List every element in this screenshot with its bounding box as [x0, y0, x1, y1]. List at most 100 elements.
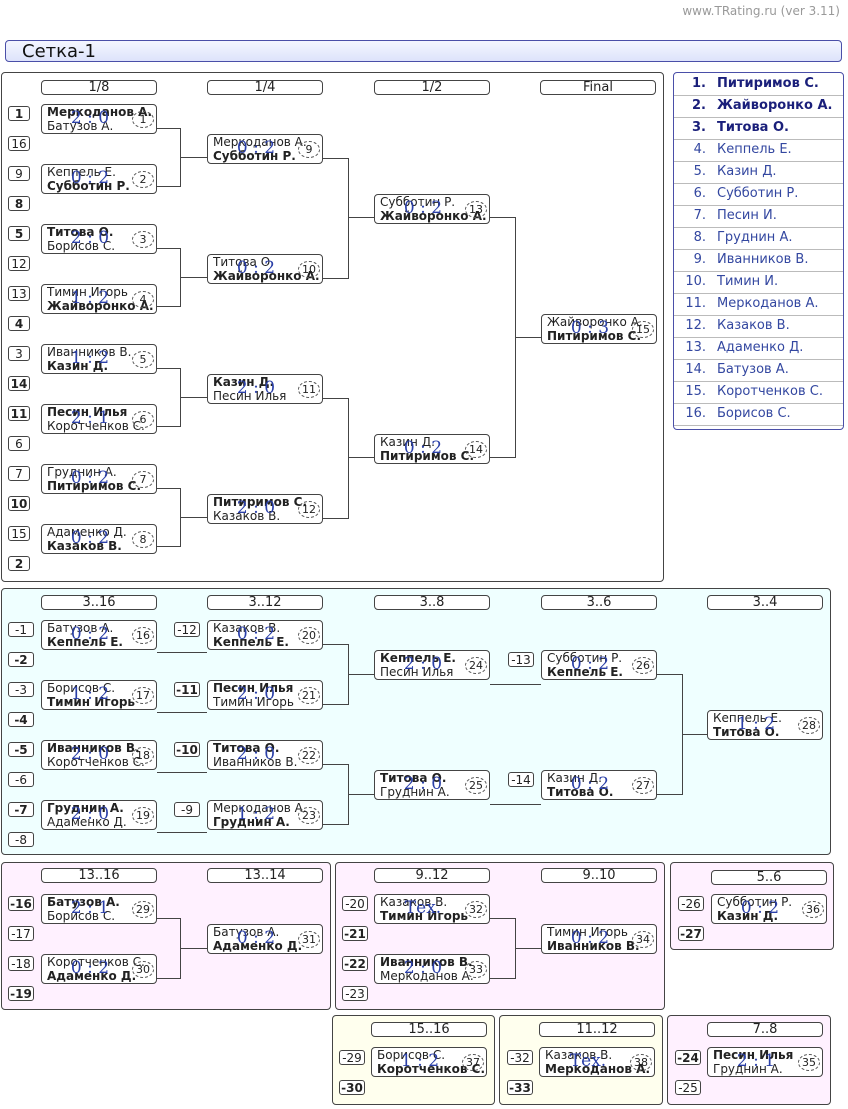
player-top: Иванников В. — [380, 956, 473, 969]
seed-l2: -2 — [8, 652, 34, 667]
match-number-badge: 37 — [462, 1054, 484, 1071]
player-top: Субботин Р. — [547, 652, 623, 665]
player-top: Жайворонко А. — [547, 316, 643, 329]
match-38[interactable]: Казаков В.Меркоданов А.Тех.38 — [539, 1047, 655, 1077]
match-number-badge: 38 — [630, 1054, 652, 1071]
player-bottom: Адаменко Д. — [213, 940, 303, 953]
player-top: Песин Илья — [213, 682, 294, 695]
player-bottom: Субботин Р. — [47, 180, 130, 193]
standings-rank: 11. — [685, 296, 706, 311]
player-bottom: Титова О. — [547, 786, 614, 799]
connector-line — [157, 652, 207, 653]
match-score: 0 : 2 — [570, 774, 610, 794]
standings-name: Иванников В. — [717, 252, 809, 267]
connector-line — [180, 157, 207, 158]
standings-row: 5. Казин Д. — [674, 161, 843, 184]
match-score: 0 : 2 — [70, 168, 110, 188]
player-bottom: Груднин А. — [713, 1063, 783, 1076]
player-top: Титова О. — [213, 256, 274, 269]
standings-name: Казин Д. — [717, 164, 777, 179]
seed-s11: 11 — [8, 406, 30, 421]
seed-l23: -23 — [342, 986, 368, 1001]
standings-rank: 7. — [693, 208, 706, 223]
standings-row: 12.Казаков В. — [674, 315, 843, 338]
seed-s12: 12 — [8, 256, 30, 271]
match-number-badge: 23 — [298, 807, 320, 824]
round-header-h18: 1/8 — [41, 80, 157, 95]
seed-l6: -6 — [8, 772, 34, 787]
match-score: 2 : 1 — [70, 898, 110, 918]
match-number-badge: 12 — [298, 501, 320, 518]
seed-l19: -19 — [8, 986, 34, 1001]
connector-line — [490, 684, 541, 685]
player-bottom: Борисов С. — [47, 240, 116, 253]
match-score: 0 : 2 — [70, 624, 110, 644]
seed-l1: -1 — [8, 622, 34, 637]
seed-l26: -26 — [678, 896, 704, 911]
match-number-badge: 1 — [132, 111, 154, 128]
player-top: Кеппель Е. — [713, 712, 782, 725]
standings-row: 7.Песин И. — [674, 205, 843, 228]
standings-rank: 5. — [693, 164, 706, 179]
standings-row: 14.Батузов А. — [674, 359, 843, 382]
connector-line — [323, 644, 348, 645]
match-number-badge: 27 — [632, 777, 654, 794]
round-header-h38: 3..8 — [374, 595, 490, 610]
connector-line — [348, 217, 374, 218]
player-top: Борисов С. — [377, 1049, 446, 1062]
seed-l29: -29 — [339, 1050, 365, 1065]
standings-name: Меркоданов А. — [717, 296, 819, 311]
connector-line — [157, 186, 181, 187]
player-bottom: Груднин А. — [213, 816, 290, 829]
player-bottom: Меркоданов А. — [545, 1063, 650, 1076]
seed-l4: -4 — [8, 712, 34, 727]
connector-line — [323, 824, 348, 825]
standings-rank: 14. — [685, 362, 706, 377]
seed-l21: -21 — [342, 926, 368, 941]
standings-rank: 9. — [693, 252, 706, 267]
player-bottom: Меркоданов А. — [380, 970, 474, 983]
match-number-badge: 30 — [132, 961, 154, 978]
round-header-h56: 5..6 — [711, 870, 827, 885]
standings-rank: 2. — [692, 98, 706, 113]
standings-rank: 3. — [692, 120, 706, 135]
round-header-h910: 9..10 — [541, 868, 657, 883]
